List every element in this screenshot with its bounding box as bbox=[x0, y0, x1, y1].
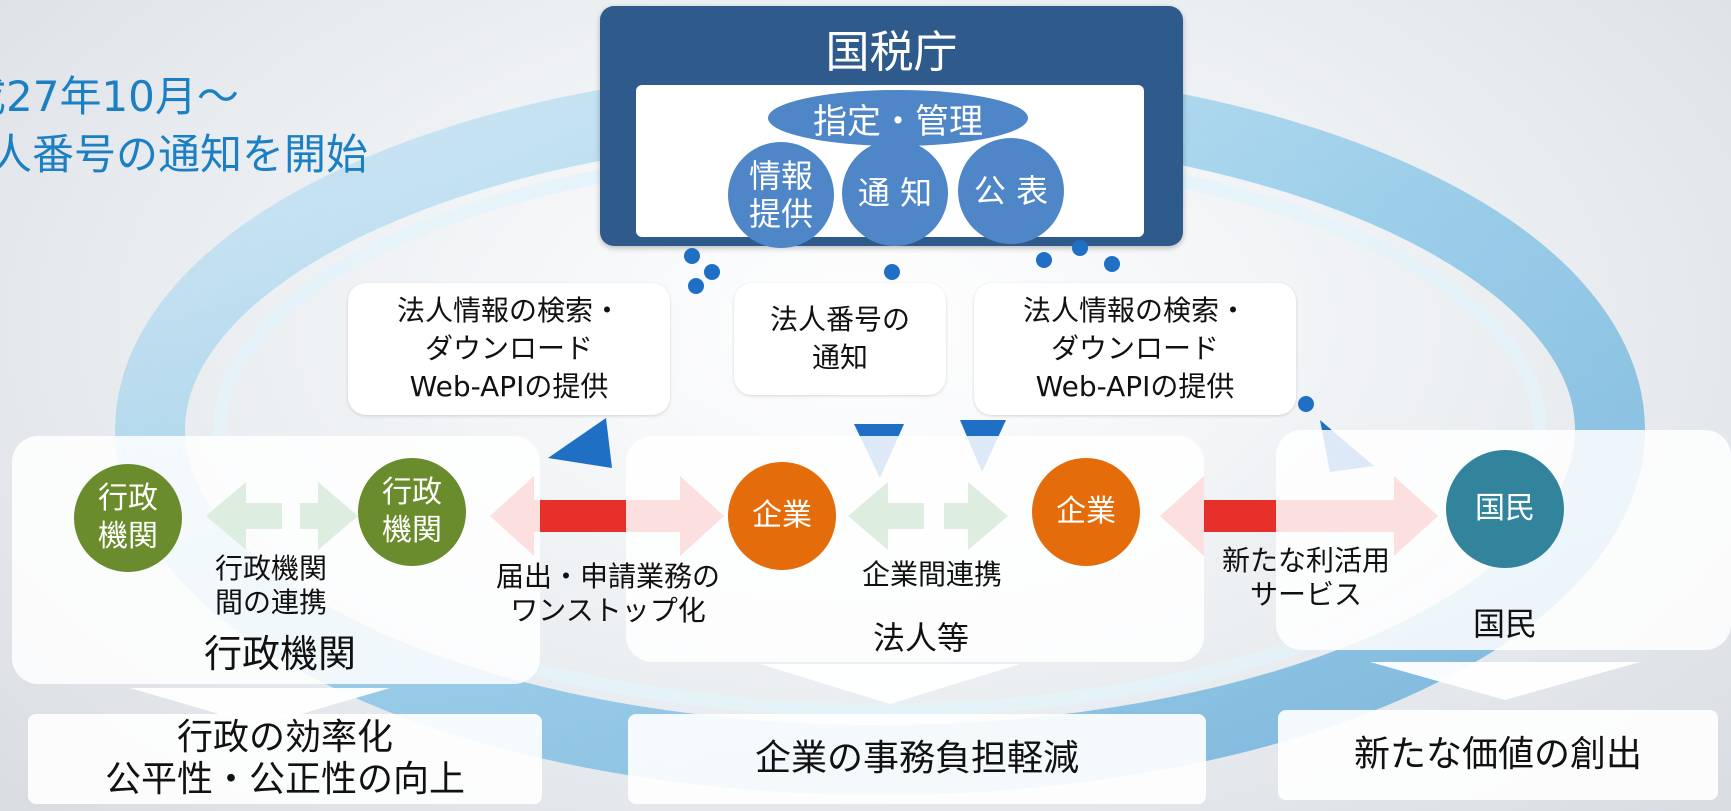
callout-right-line1: 法人情報の検索・ bbox=[1022, 294, 1247, 327]
designation-ellipse: 指定・管理 bbox=[768, 90, 1028, 146]
corp-citizen-link-line1: 新たな利活用 bbox=[1221, 544, 1390, 577]
callout-search-download-left: 法人情報の検索・ ダウンロード Web-APIの提供 bbox=[348, 283, 670, 415]
callout-center-line2: 通知 bbox=[811, 341, 868, 374]
outcome-arrow-corp bbox=[760, 664, 1020, 704]
company-node-1: 企業 bbox=[728, 462, 836, 570]
corp-citizen-link-label: 新たな利活用 サービス bbox=[1196, 544, 1416, 612]
gov-node1-line1: 行政 bbox=[98, 481, 158, 516]
citizen-node: 国民 bbox=[1446, 450, 1564, 568]
gov-node1-line2: 機関 bbox=[98, 519, 158, 554]
gov-node2-line1: 行政 bbox=[382, 475, 442, 510]
callout-center-line1: 法人番号の bbox=[769, 303, 910, 336]
outcome-corp: 企業の事務負担軽減 bbox=[628, 714, 1206, 804]
gov-link-line1: 行政機関 bbox=[214, 552, 327, 585]
corp-group-name: 法人等 bbox=[872, 619, 969, 657]
outcome-gov-line2: 公平性・公正性の向上 bbox=[104, 759, 465, 800]
callout-search-download-right: 法人情報の検索・ ダウンロード Web-APIの提供 bbox=[974, 283, 1296, 415]
dot bbox=[688, 278, 704, 294]
gov-corp-link-line2: ワンストップ化 bbox=[510, 594, 706, 627]
company-node-2: 企業 bbox=[1032, 458, 1140, 566]
outcome-arrow-citizen bbox=[1370, 662, 1640, 700]
dot bbox=[1036, 252, 1052, 268]
dot bbox=[684, 248, 700, 264]
gov-agency-node-1: 行政 機関 bbox=[74, 464, 182, 572]
outcome-arrow-gov bbox=[130, 688, 390, 726]
nta-title: 国税庁 bbox=[825, 27, 958, 78]
outcome-gov: 行政の効率化 公平性・公正性の向上 bbox=[28, 714, 542, 804]
gov-link-label: 行政機関 間の連携 bbox=[186, 552, 356, 620]
role-info-provision: 情報 提供 bbox=[728, 142, 834, 248]
role-notification: 通 知 bbox=[842, 140, 948, 246]
gov-corp-link-line1: 届出・申請業務の bbox=[495, 560, 720, 593]
dot bbox=[1072, 240, 1088, 256]
outcome-gov-line1: 行政の効率化 bbox=[176, 717, 393, 758]
role-publication: 公 表 bbox=[958, 138, 1064, 244]
dot bbox=[1104, 256, 1120, 272]
gov-corp-link-label: 届出・申請業務の ワンストップ化 bbox=[478, 560, 738, 628]
outcome-citizen: 新たな価値の創出 bbox=[1278, 710, 1718, 800]
citizen-group-name: 国民 bbox=[1472, 605, 1537, 643]
callout-left-line2: ダウンロード bbox=[424, 332, 593, 365]
gov-group-name: 行政機関 bbox=[203, 631, 356, 676]
callout-number-notification: 法人番号の 通知 bbox=[734, 283, 946, 395]
headline: 成27年10月～ 人番号の通知を開始 bbox=[0, 68, 368, 184]
gov-agency-node-2: 行政 機関 bbox=[358, 458, 466, 566]
callout-right-line3: Web-APIの提供 bbox=[1035, 370, 1235, 403]
role-info-line2: 提供 bbox=[748, 195, 813, 233]
red-double-arrow-gov-corp bbox=[490, 476, 724, 556]
callout-left-line1: 法人情報の検索・ bbox=[396, 294, 621, 327]
gov-link-line2: 間の連携 bbox=[214, 586, 327, 619]
corp-link-label: 企業間連携 bbox=[861, 558, 1002, 591]
blue-arrow-left bbox=[548, 418, 612, 468]
dot bbox=[1298, 396, 1314, 412]
corp-citizen-link-line2: サービス bbox=[1249, 578, 1362, 611]
callout-right-line2: ダウンロード bbox=[1050, 332, 1219, 365]
dot bbox=[704, 264, 720, 280]
dot bbox=[884, 264, 900, 280]
callout-left-line3: Web-APIの提供 bbox=[409, 370, 609, 403]
headline-line2: 人番号の通知を開始 bbox=[0, 130, 369, 179]
role-info-line1: 情報 bbox=[748, 157, 813, 195]
gov-node2-line2: 機関 bbox=[382, 513, 442, 548]
headline-line1: 成27年10月～ bbox=[0, 72, 239, 121]
